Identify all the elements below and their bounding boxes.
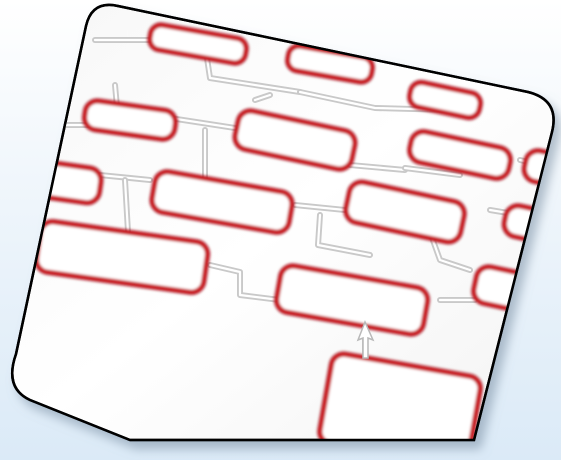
flowchart-box <box>26 160 102 204</box>
flowchart-box-outline <box>26 160 102 204</box>
